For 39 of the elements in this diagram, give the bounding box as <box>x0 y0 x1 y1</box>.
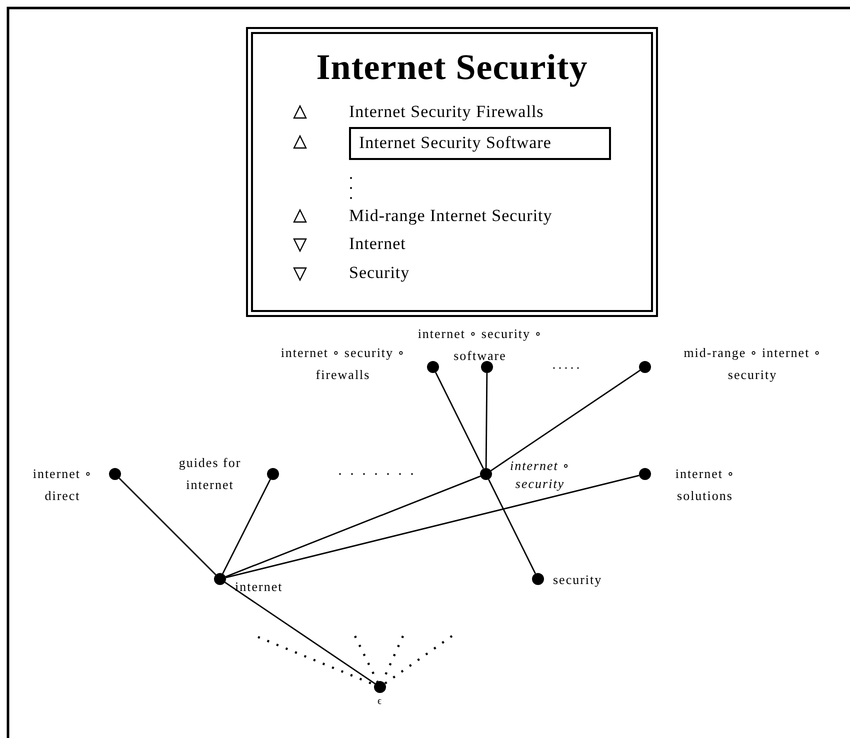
connector-line <box>225 476 481 578</box>
node-label: mid-range ∘ internet ∘ security <box>682 344 822 384</box>
graph-node <box>532 573 544 585</box>
dotted-line <box>354 636 378 682</box>
graph-node <box>374 681 386 693</box>
graph-node <box>109 468 121 480</box>
list-item-text: Security <box>349 263 410 283</box>
node-label: guides for internet <box>178 454 242 494</box>
highlight-box <box>349 127 611 160</box>
list-item-text: Internet Security Firewalls <box>349 102 544 122</box>
graph-node <box>639 468 651 480</box>
node-label: internet <box>235 578 284 596</box>
node-label: internet ∘ security <box>508 457 572 493</box>
connector-line <box>488 479 536 574</box>
title: Internet Security <box>315 46 589 88</box>
connector-line <box>485 373 488 468</box>
node-label: internet ∘ security ∘ firewalls <box>280 344 406 384</box>
connector-line <box>226 474 640 578</box>
list-item-text: Internet <box>349 234 406 254</box>
node-label: internet ∘ solutions <box>674 465 736 505</box>
node-label: internet ∘ security ∘ software <box>416 325 544 365</box>
graph-node <box>639 361 651 373</box>
node-label: ϵ <box>376 695 384 709</box>
option-text: Internet Security Software <box>359 133 552 153</box>
panel-box <box>246 27 658 317</box>
connector-line <box>490 370 640 472</box>
connector-line <box>435 372 484 469</box>
graph-node <box>480 468 492 480</box>
graph-node <box>427 361 439 373</box>
connector-line <box>222 479 271 574</box>
graph-node <box>481 361 493 373</box>
graph-node <box>214 573 226 585</box>
connector-line <box>224 582 376 684</box>
node-label: internet ∘ direct <box>32 465 94 505</box>
graph-node <box>267 468 279 480</box>
connector-line <box>118 478 216 576</box>
dotted-line <box>384 635 453 684</box>
list-item-text: Mid-range Internet Security <box>349 206 552 226</box>
node-label: security <box>553 571 604 589</box>
